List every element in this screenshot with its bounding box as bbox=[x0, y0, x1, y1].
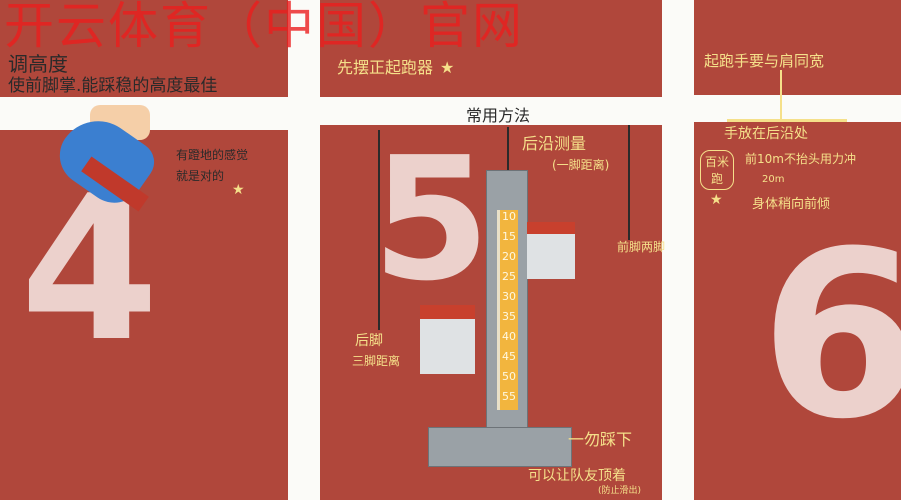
divider bbox=[628, 125, 630, 240]
block-base bbox=[428, 427, 572, 467]
lane-number-5: 5 bbox=[372, 121, 491, 319]
star-icon: ★ bbox=[232, 182, 245, 198]
lane-number-6: 6 bbox=[760, 203, 901, 470]
panel3-top: 起跑手要与肩同宽 bbox=[704, 52, 825, 70]
panel1-title: 调高度 bbox=[8, 52, 68, 76]
divider bbox=[378, 130, 380, 330]
pointer-line bbox=[780, 70, 782, 120]
method-label: 后沿测量 bbox=[522, 134, 587, 153]
ruler-tick-label: 55 bbox=[502, 390, 516, 403]
ruler-tick-label: 25 bbox=[502, 270, 516, 283]
panel-top-middle bbox=[320, 0, 662, 97]
panel-bottom-left bbox=[0, 130, 288, 500]
bracket-label: 百米跑 bbox=[700, 150, 734, 190]
panel-top-right bbox=[694, 0, 901, 95]
watermark: 开云体育（中国）官网 bbox=[4, 0, 524, 55]
panel2-top: 先摆正起跑器 bbox=[337, 58, 434, 77]
hand-label: 手放在后沿处 bbox=[724, 126, 808, 142]
panel2-header: 常用方法 bbox=[466, 106, 531, 125]
panel-top-left bbox=[0, 0, 288, 97]
rear-pedal bbox=[420, 305, 475, 374]
sprint-label-2: 20m bbox=[762, 174, 785, 185]
pointer-line bbox=[727, 119, 847, 122]
front-pedal bbox=[527, 222, 575, 279]
back-foot-sub: 三脚距离 bbox=[352, 354, 401, 368]
lean-label: 身体稍向前倾 bbox=[752, 197, 831, 212]
ruler-tick-label: 15 bbox=[502, 230, 516, 243]
panel1-subtitle: 使前脚掌.能踩稳的高度最佳 bbox=[8, 76, 218, 96]
ruler-tick-label: 45 bbox=[502, 350, 516, 363]
ruler-tick-label: 30 bbox=[502, 290, 516, 303]
front-foot-label: 前脚两脚 bbox=[617, 240, 666, 254]
method-sub: (一脚距离) bbox=[552, 158, 610, 172]
star-icon: ★ bbox=[710, 192, 723, 208]
ruler: 10 15 20 25 30 35 40 45 50 55 bbox=[497, 210, 518, 410]
ruler-tick-label: 40 bbox=[502, 330, 516, 343]
shoe-icon bbox=[48, 105, 162, 215]
back-foot-label: 后脚 bbox=[355, 333, 383, 349]
step-label: 一勿踩下 bbox=[568, 430, 633, 449]
panel1-note: 有蹬地的感觉 就是对的 bbox=[176, 148, 249, 183]
ruler-tick-label: 50 bbox=[502, 370, 516, 383]
ruler-tick-label: 20 bbox=[502, 250, 516, 263]
brace-sub: (防止滑出) bbox=[598, 486, 642, 496]
sprint-label: 前10m不抬头用力冲 bbox=[745, 152, 856, 166]
brace-label: 可以让队友顶着 bbox=[528, 468, 626, 484]
divider bbox=[507, 127, 509, 172]
star-icon: ★ bbox=[440, 58, 455, 77]
ruler-tick-label: 35 bbox=[502, 310, 516, 323]
ruler-tick-label: 10 bbox=[502, 210, 516, 223]
